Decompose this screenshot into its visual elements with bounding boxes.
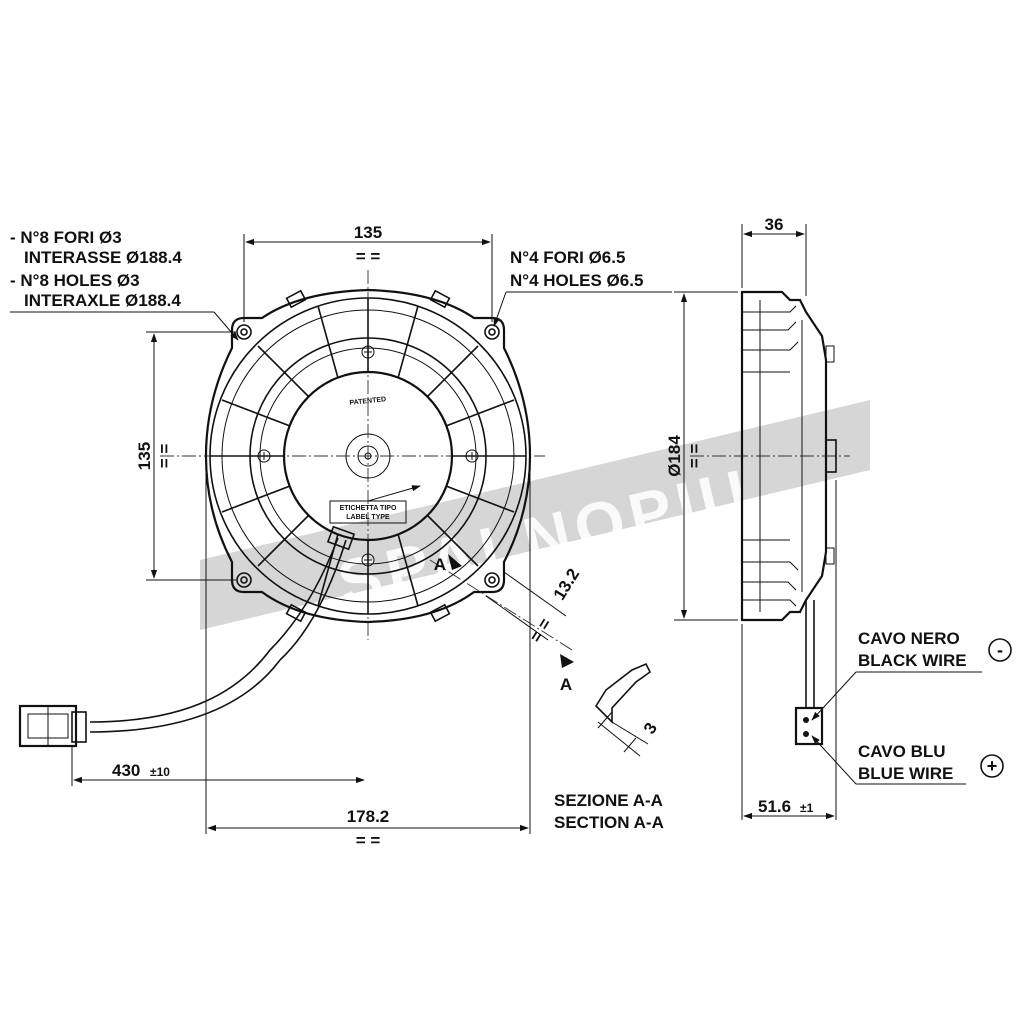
dim-overall-width: 178.2 (347, 807, 390, 826)
hole-notes-right: N°4 FORI Ø6.5 N°4 HOLES Ø6.5 (493, 248, 672, 327)
dim-top-width: 135 (354, 223, 382, 242)
dim-cable-tolerance: ±10 (150, 765, 170, 779)
cable (71, 525, 356, 743)
type-label-en: LABEL TYPE (346, 514, 390, 521)
black-wire-symbol: - (997, 640, 1003, 660)
side-connector (794, 706, 824, 746)
note-holes-small-2: INTERASSE Ø188.4 (24, 248, 182, 267)
dim-left-height: 135 (135, 442, 154, 470)
connector (18, 704, 78, 748)
front-view: PATENTED ETICHETTA TIPO LABEL TYPE A A (18, 270, 583, 748)
dim-bottom-equal: = = (356, 831, 381, 850)
minus-icon (988, 638, 1012, 662)
note-holes-large-2: N°4 HOLES Ø6.5 (510, 271, 643, 290)
type-label-it: ETICHETTA TIPO (340, 505, 397, 512)
watermark: SPALNOPIU (200, 400, 870, 630)
note-holes-small-1: - N°8 FORI Ø3 (10, 228, 122, 247)
note-holes-small-3: - N°8 HOLES Ø3 (10, 271, 140, 290)
dim-left-equal: = = (155, 444, 174, 469)
front-dimensions: 135 = = 135 = = 178.2 = = 430 ±10 (71, 223, 531, 850)
note-holes-small-4: INTERAXLE Ø188.4 (24, 291, 181, 310)
hole-notes-left: - N°8 FORI Ø3 INTERASSE Ø188.4 - N°8 HOL… (10, 228, 239, 341)
blue-wire-en: BLUE WIRE (858, 764, 953, 783)
section-title-en: SECTION A-A (554, 813, 664, 832)
section-detail: 3 SEZIONE A-A SECTION A-A (554, 662, 664, 832)
dim-diameter: Ø184 (665, 435, 684, 477)
mounting-holes (236, 324, 500, 588)
dim-side-width: 51.6 (758, 797, 791, 816)
side-view: 36 Ø184 = = 51.6 ±1 (665, 215, 850, 820)
section-title-it: SEZIONE A-A (554, 791, 663, 810)
black-wire-it: CAVO NERO (858, 629, 960, 648)
section-marker-bottom: A (560, 675, 572, 694)
black-wire-en: BLACK WIRE (858, 651, 967, 670)
fan-housing (204, 288, 532, 624)
section-marker-top: A (434, 555, 446, 574)
dim-depth: 36 (765, 215, 784, 234)
dim-diameter-equal: = = (685, 444, 704, 469)
blue-wire-symbol: + (987, 756, 998, 776)
dim-cable-length: 430 (112, 761, 140, 780)
dim-side-tolerance: ±1 (800, 801, 814, 815)
plus-icon (980, 754, 1004, 778)
wire-callouts: CAVO NERO BLACK WIRE - CAVO BLU BLUE WIR… (811, 629, 1012, 785)
patented-text: PATENTED (349, 396, 386, 407)
dim-section-thickness: 3 (640, 719, 661, 737)
dim-top-equal: = = (356, 247, 381, 266)
blue-wire-it: CAVO BLU (858, 742, 946, 761)
note-holes-large-1: N°4 FORI Ø6.5 (510, 248, 625, 267)
screw-bosses (257, 345, 479, 567)
